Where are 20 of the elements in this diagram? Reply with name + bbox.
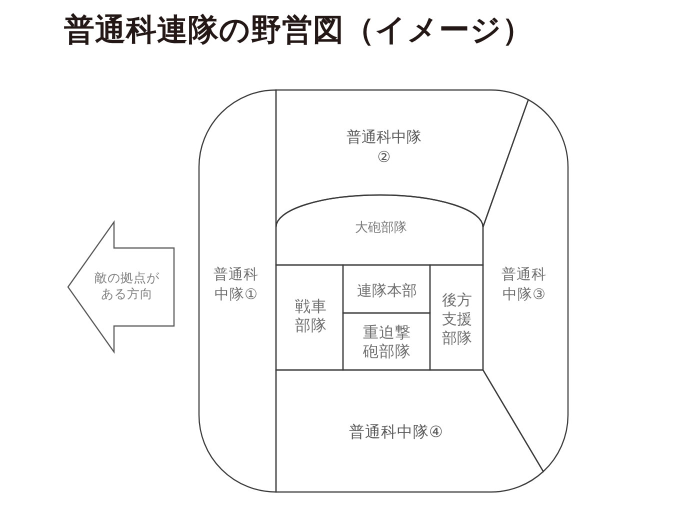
area-label: 後方支援部隊 [441, 290, 473, 348]
diagram-title: 普通科連隊の野営図（イメージ） [64, 13, 533, 50]
camp-area [276, 370, 544, 492]
area-label: 普通科中隊① [212, 266, 260, 305]
camp-area [343, 313, 430, 370]
camp-area [276, 265, 343, 370]
camp-area [430, 265, 483, 370]
area-label: 普通科中隊③ [500, 266, 548, 305]
area-label: 大砲部隊 [354, 220, 408, 238]
camp-area [276, 195, 483, 265]
area-label: 連隊本部 [356, 281, 418, 301]
block-arrow [67, 221, 175, 353]
area-label: 普通科中隊④ [348, 422, 444, 442]
area-label: 重迫撃砲部隊 [362, 323, 412, 361]
camp-area [199, 90, 276, 492]
camp-area [343, 265, 430, 313]
arrow-label: 敵の拠点がある方向 [94, 270, 160, 302]
area-label: 戦車部隊 [294, 298, 328, 336]
area-label: 普通科中隊② [346, 126, 422, 168]
camp-area [483, 99, 568, 472]
